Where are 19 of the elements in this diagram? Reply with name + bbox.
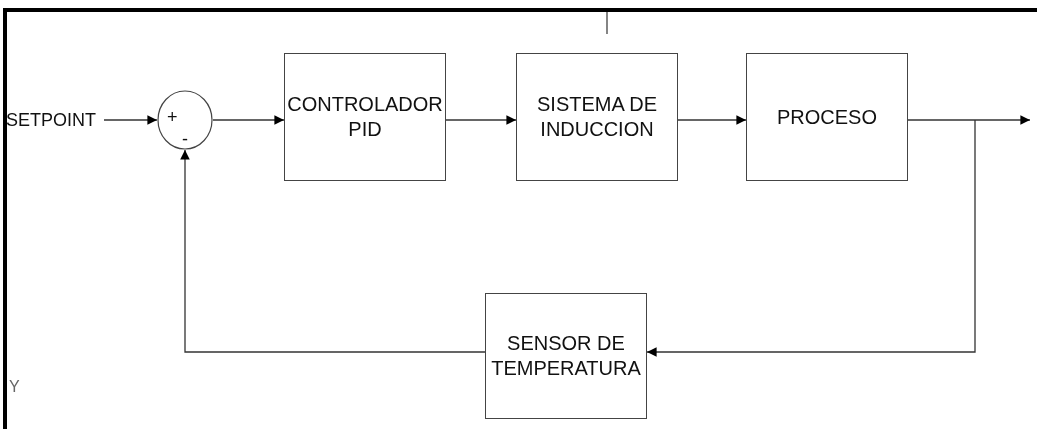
block-label: PROCESO bbox=[777, 104, 877, 130]
block-box bbox=[485, 293, 647, 419]
arrow bbox=[677, 115, 747, 125]
sign-label: - bbox=[182, 128, 188, 151]
arrow bbox=[103, 115, 158, 125]
arrow bbox=[907, 115, 1031, 125]
block-label: CONTROLADOR PID bbox=[287, 92, 443, 142]
input-label: SETPOINT bbox=[6, 108, 96, 132]
block-box bbox=[516, 53, 678, 181]
arrow bbox=[646, 119, 976, 357]
block-label: SENSOR DE TEMPERATURA bbox=[490, 331, 642, 381]
arrow bbox=[212, 115, 285, 125]
arrow bbox=[180, 149, 486, 353]
block-box bbox=[746, 53, 908, 181]
note-label: Y bbox=[9, 378, 20, 396]
block-label: SISTEMA DE INDUCCION bbox=[536, 92, 658, 142]
block-box bbox=[284, 53, 446, 181]
sign-label: + bbox=[167, 106, 178, 129]
arrow bbox=[445, 115, 517, 125]
